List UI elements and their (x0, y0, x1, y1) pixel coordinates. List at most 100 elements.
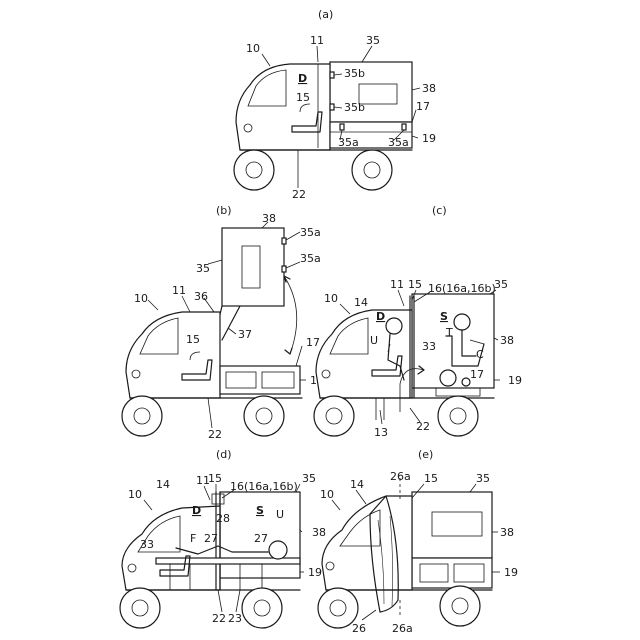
label-26a-bottom: 26a (392, 622, 413, 635)
label-38: 38 (500, 526, 514, 539)
label-33: 33 (140, 538, 154, 551)
panel-e: (e) 10 26a 15 (318, 448, 518, 635)
cargo-box-raised (222, 228, 284, 306)
label-11: 11 (310, 34, 324, 47)
label-D: D (376, 310, 385, 323)
leader (470, 484, 476, 492)
hinge-35b-top (330, 72, 334, 78)
leader (356, 490, 366, 504)
leader (412, 136, 418, 138)
label-15: 15 (296, 91, 310, 104)
leader (317, 46, 318, 62)
panel-b: (b) (122, 204, 324, 441)
label-S: S (256, 504, 264, 517)
label-35: 35 (196, 262, 210, 275)
label-17: 17 (416, 100, 430, 113)
label-35a-top: 35a (300, 226, 321, 239)
label-27a: 27 (204, 532, 218, 545)
leader (362, 46, 372, 62)
label-T: T (445, 326, 453, 339)
label-35a-mid: 35a (300, 252, 321, 265)
label-13: 13 (374, 426, 388, 439)
label-38: 38 (312, 526, 326, 539)
leader (208, 260, 222, 264)
rear-wheel (438, 396, 478, 436)
label-35: 35 (494, 278, 508, 291)
vehicle-d (120, 492, 300, 628)
label-19: 19 (508, 374, 522, 387)
label-26a-top: 26a (390, 470, 411, 483)
label-11: 11 (172, 284, 186, 297)
label-16: 16(16a,16b) (428, 282, 496, 295)
label-26: 26 (352, 622, 366, 635)
leader (494, 338, 498, 340)
leader (398, 290, 404, 306)
label-D: D (192, 504, 201, 517)
label-35b-mid: 35b (344, 101, 365, 114)
label-15: 15 (208, 472, 222, 485)
cab-body (236, 64, 330, 150)
latch-35a-left (340, 124, 344, 130)
label-35b-top: 35b (344, 67, 365, 80)
front-wheel (234, 150, 274, 190)
front-wheel (314, 396, 354, 436)
label-11: 11 (390, 278, 404, 291)
panel-c: (c) (314, 204, 522, 439)
leader (262, 54, 270, 66)
vehicle-b (122, 228, 302, 436)
cargo-box (330, 62, 412, 122)
latch-35a-top (282, 238, 286, 244)
caption-b: (b) (216, 204, 232, 217)
label-17: 17 (470, 368, 484, 381)
cargo-bed (220, 366, 300, 394)
label-14: 14 (156, 478, 170, 491)
caption-c: (c) (432, 204, 447, 217)
hinge-35b-mid (330, 104, 334, 110)
label-D: D (298, 72, 307, 85)
label-10: 10 (128, 488, 142, 501)
label-10: 10 (246, 42, 260, 55)
leader (286, 232, 300, 240)
latch-35a-right (402, 124, 406, 130)
label-14: 14 (350, 478, 364, 491)
rear-wheel (244, 396, 284, 436)
leader (144, 500, 152, 510)
label-22: 22 (292, 188, 306, 201)
label-U: U (276, 508, 284, 521)
cab-body (126, 312, 220, 398)
cargo-box (412, 492, 492, 558)
label-38: 38 (262, 212, 276, 225)
raise-arrow (284, 276, 297, 354)
label-F: F (190, 532, 196, 545)
latch-35a-mid (282, 266, 286, 272)
leader (340, 304, 350, 314)
passenger-head (454, 314, 470, 330)
caption-e: (e) (418, 448, 433, 461)
leader (182, 296, 190, 312)
rear-wheel (242, 588, 282, 628)
label-15: 15 (186, 333, 200, 346)
cargo-bed (412, 558, 492, 588)
leader (286, 262, 300, 268)
label-35: 35 (476, 472, 490, 485)
label-23: 23 (228, 612, 242, 625)
wheelchair-wheel (440, 370, 456, 386)
front-wheel (120, 588, 160, 628)
step-13 (376, 398, 384, 420)
rear-wheel (440, 586, 480, 626)
vehicle-e (318, 478, 492, 628)
label-38: 38 (500, 334, 514, 347)
driver-head (386, 318, 402, 334)
arrow-head (285, 348, 292, 354)
panel-a: (a) (234, 8, 436, 201)
front-wheel (122, 396, 162, 436)
leader (380, 410, 382, 424)
patient-head (269, 541, 287, 559)
leader (228, 328, 236, 334)
rear-wheel (352, 150, 392, 190)
wheelchair-caster (462, 378, 470, 386)
leader (362, 610, 376, 620)
panel-d: (d) (120, 448, 326, 628)
label-10: 10 (324, 292, 338, 305)
